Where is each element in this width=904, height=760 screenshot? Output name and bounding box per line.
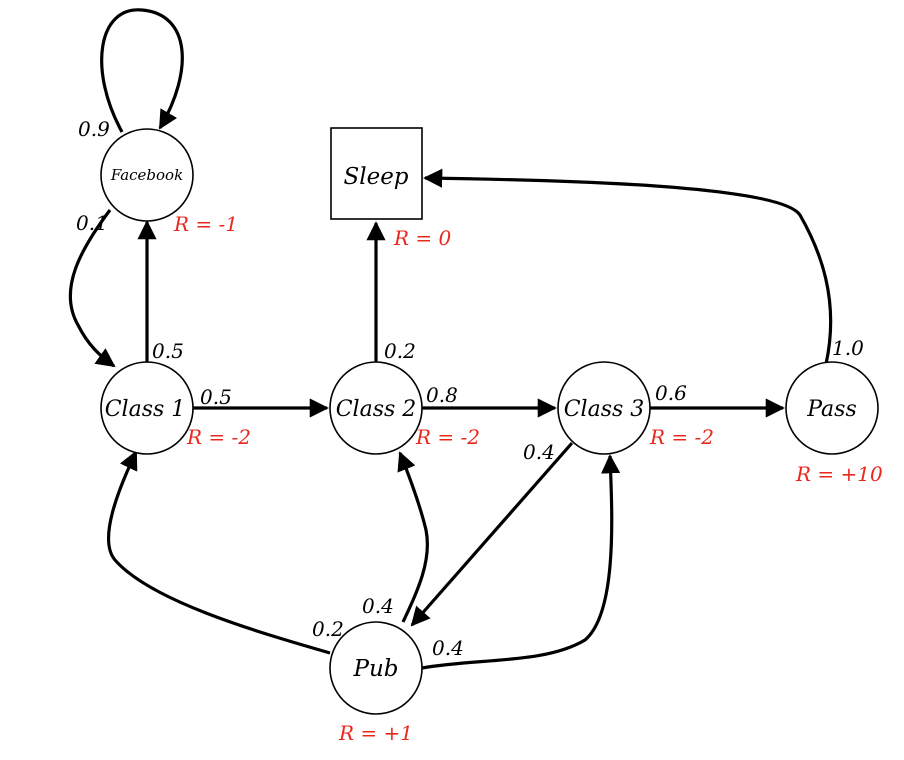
node-pub: Pub xyxy=(329,621,423,715)
node-facebook-label: Facebook xyxy=(110,166,183,184)
node-class3-label: Class 3 xyxy=(564,397,645,422)
nodes: Facebook Sleep Class 1 Class 2 Class 3 P… xyxy=(100,127,879,715)
node-sleep: Sleep xyxy=(330,127,423,220)
edge-pass-to-sleep xyxy=(423,168,833,365)
edge-pub-to-class1 xyxy=(106,450,331,655)
edge-pub-to-class2 xyxy=(397,451,429,623)
node-pub-label: Pub xyxy=(352,656,398,682)
edge-label-class1-to-class2: 0.5 xyxy=(200,385,232,409)
reward-label-class3: R = -2 xyxy=(649,425,714,449)
edge-label-class1-to-facebook: 0.5 xyxy=(152,339,184,363)
edge-facebook-to-class1 xyxy=(68,209,116,368)
edge-label-pub-to-class2: 0.4 xyxy=(362,594,394,618)
node-class2-label: Class 2 xyxy=(336,397,417,422)
reward-label-sleep: R = 0 xyxy=(393,226,452,250)
edge-label-class2-to-sleep: 0.2 xyxy=(384,339,416,363)
reward-labels: R = -1 R = 0 R = -2 R = -2 R = -2 R = +1… xyxy=(173,212,883,745)
edge-facebook-self-loop xyxy=(100,8,184,133)
edge-label-class3-to-pub: 0.4 xyxy=(523,440,555,464)
edge-label-class2-to-class3: 0.8 xyxy=(426,383,458,407)
edge-label-pub-to-class3: 0.4 xyxy=(432,636,464,660)
edge-class3-to-pub xyxy=(410,441,574,627)
node-pass-label: Pass xyxy=(806,397,857,422)
edge-label-class3-to-pass: 0.6 xyxy=(655,381,687,405)
node-class3: Class 3 xyxy=(557,361,651,455)
node-class2: Class 2 xyxy=(329,361,423,455)
node-class1: Class 1 xyxy=(100,361,194,455)
edge-label-facebook-self-loop: 0.9 xyxy=(78,117,110,141)
node-class1-label: Class 1 xyxy=(105,397,186,422)
reward-label-class2: R = -2 xyxy=(415,425,480,449)
edge-label-pub-to-class1: 0.2 xyxy=(312,617,344,641)
node-pass: Pass xyxy=(785,361,879,455)
reward-label-facebook: R = -1 xyxy=(173,212,238,236)
edge-label-pass-to-sleep: 1.0 xyxy=(832,336,864,360)
edges xyxy=(68,8,833,670)
reward-label-pub: R = +1 xyxy=(338,721,413,745)
reward-label-class1: R = -2 xyxy=(186,425,251,449)
edge-pub-to-class3 xyxy=(421,454,621,670)
node-sleep-label: Sleep xyxy=(343,164,408,190)
reward-label-pass: R = +10 xyxy=(795,462,883,486)
edge-label-facebook-to-class1: 0.1 xyxy=(76,211,108,235)
node-facebook: Facebook xyxy=(100,128,194,222)
edge-labels: 0.9 0.1 0.5 0.5 0.2 0.8 0.6 0.4 1.0 0.2 … xyxy=(76,117,864,660)
